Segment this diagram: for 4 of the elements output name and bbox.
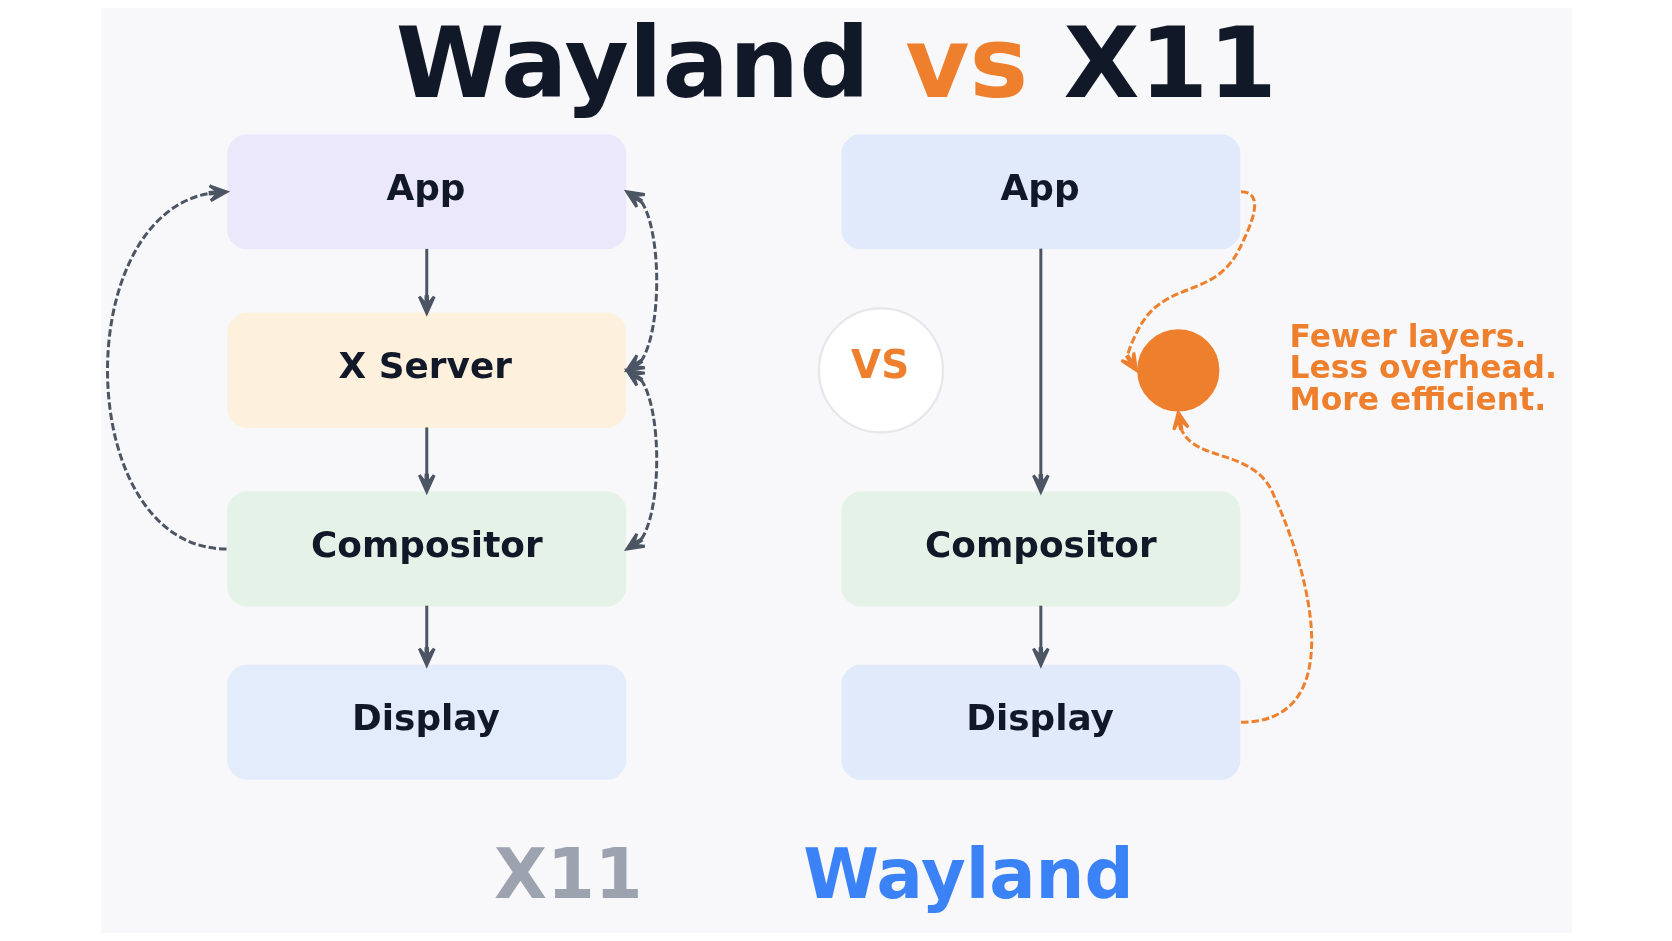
label: Wayland bbox=[802, 834, 1134, 915]
node-label: Fewer layers. Less overhead. More efficient. bbox=[1289, 317, 1557, 417]
label: X11 bbox=[493, 834, 643, 915]
diagram-title: Wayland vs X11 bbox=[395, 5, 1277, 121]
